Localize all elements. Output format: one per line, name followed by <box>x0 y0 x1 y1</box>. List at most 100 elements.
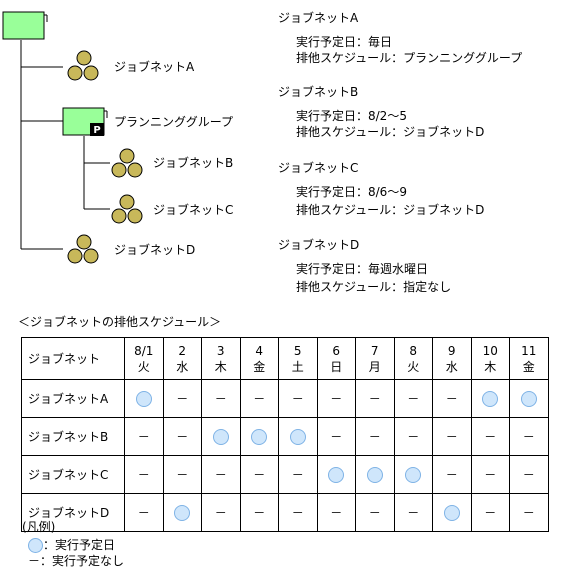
table-row: ジョブネットD－－－－－－－－－ <box>21 493 549 532</box>
day-date: 2 <box>178 343 187 358</box>
schedule-cell <box>278 417 318 456</box>
day-date: 5 <box>293 343 302 358</box>
schedule-cell: － <box>239 455 279 494</box>
day-weekday: 日 <box>330 359 343 374</box>
dash-icon: － <box>291 392 304 406</box>
schedule-cell: － <box>355 379 395 418</box>
scheduled-dot-icon <box>174 504 191 521</box>
day-date: 9 <box>447 343 456 358</box>
schedule-cell <box>432 493 472 532</box>
dash-icon: － <box>137 506 150 520</box>
scheduled-dot-icon <box>212 428 229 445</box>
day-date: 4 <box>255 343 264 358</box>
row-jobnet-name: ジョブネットB <box>21 417 125 456</box>
legend-scheduled: ：実行予定日 <box>28 538 115 553</box>
schedule-cell <box>162 493 202 532</box>
schedule-cell: － <box>278 493 318 532</box>
row-jobnet-name: ジョブネットC <box>21 455 125 494</box>
detail-d-line1: 実行予定日：毎週水曜日 <box>296 262 429 276</box>
corner-label: ジョブネット <box>21 337 125 380</box>
schedule-cell <box>201 417 241 456</box>
detail-c-title: ジョブネットC <box>278 161 359 175</box>
jobnet-tree-diagram: P <box>2 11 143 264</box>
day-date: 8 <box>409 343 418 358</box>
schedule-cell: － <box>201 379 241 418</box>
detail-d-line2: 排他スケジュール：指定なし <box>296 280 452 294</box>
schedule-cell: － <box>162 455 202 494</box>
dash-icon: － <box>330 392 343 406</box>
day-weekday: 水 <box>445 359 458 374</box>
day-weekday: 火 <box>407 359 420 374</box>
day-weekday: 金 <box>522 359 535 374</box>
detail-c-line1: 実行予定日：8/6～9 <box>296 185 407 199</box>
day-date: 3 <box>216 343 225 358</box>
schedule-cell: － <box>201 455 241 494</box>
dash-icon: － <box>484 430 497 444</box>
table-row: ジョブネットA－－－－－－－－ <box>21 379 549 418</box>
detail-c-line2: 排他スケジュール：ジョブネットD <box>296 203 485 217</box>
schedule-cell: － <box>316 417 356 456</box>
legend-scheduled-text: ：実行予定日 <box>43 538 116 552</box>
dash-icon: － <box>484 468 497 482</box>
scheduled-dot-icon <box>289 428 306 445</box>
scheduled-dot-icon <box>135 390 152 407</box>
tree-connector-lines <box>20 40 110 250</box>
dash-icon: － <box>407 506 420 520</box>
schedule-cell: － <box>509 493 549 532</box>
jobnet-c-icon <box>111 194 143 224</box>
dash-icon: － <box>176 430 189 444</box>
jobnet-b-label: ジョブネットB <box>153 156 234 170</box>
dash-icon: － <box>484 506 497 520</box>
detail-d-title: ジョブネットD <box>278 238 360 252</box>
schedule-cell: － <box>162 417 202 456</box>
planning-group-icon: P <box>62 107 108 136</box>
schedule-cell <box>355 455 395 494</box>
schedule-cell: － <box>124 417 164 456</box>
schedule-cell: － <box>124 455 164 494</box>
schedule-cell: － <box>432 417 472 456</box>
schedule-cell <box>316 455 356 494</box>
day-weekday: 水 <box>176 359 189 374</box>
schedule-cell: － <box>432 379 472 418</box>
row-jobnet-name: ジョブネットA <box>21 379 125 418</box>
scheduled-dot-icon <box>482 390 499 407</box>
dash-icon: － <box>28 554 41 568</box>
schedule-cell: － <box>201 493 241 532</box>
schedule-cell: － <box>393 417 433 456</box>
scheduled-dot-icon <box>28 538 43 553</box>
dash-icon: － <box>137 430 150 444</box>
schedule-cell: － <box>509 455 549 494</box>
schedule-cell: － <box>355 417 395 456</box>
jobnet-d-label: ジョブネットD <box>114 243 196 257</box>
dash-icon: － <box>407 430 420 444</box>
dash-icon: － <box>368 430 381 444</box>
dash-icon: － <box>445 392 458 406</box>
schedule-cell: － <box>470 455 510 494</box>
day-date: 6 <box>332 343 341 358</box>
table-row: ジョブネットB － － － － － － － － <box>21 417 549 456</box>
jobnet-d-icon <box>67 234 99 264</box>
day-date: 11 <box>521 343 537 358</box>
schedule-cell: － <box>509 417 549 456</box>
schedule-cell: － <box>239 493 279 532</box>
detail-a-title: ジョブネットA <box>278 11 359 25</box>
schedule-cell <box>470 379 510 418</box>
day-weekday: 金 <box>253 359 266 374</box>
scheduled-dot-icon <box>251 428 268 445</box>
jobnet-b-icon <box>111 148 143 178</box>
schedule-cell <box>509 379 549 418</box>
detail-a-line2: 排他スケジュール：プランニンググループ <box>296 51 523 65</box>
schedule-cell: － <box>470 493 510 532</box>
schedule-body: ジョブネットA－－－－－－－－ジョブネットB－－－－－－－－ジョブネットC－－－… <box>21 379 549 532</box>
scheduled-dot-icon <box>443 504 460 521</box>
